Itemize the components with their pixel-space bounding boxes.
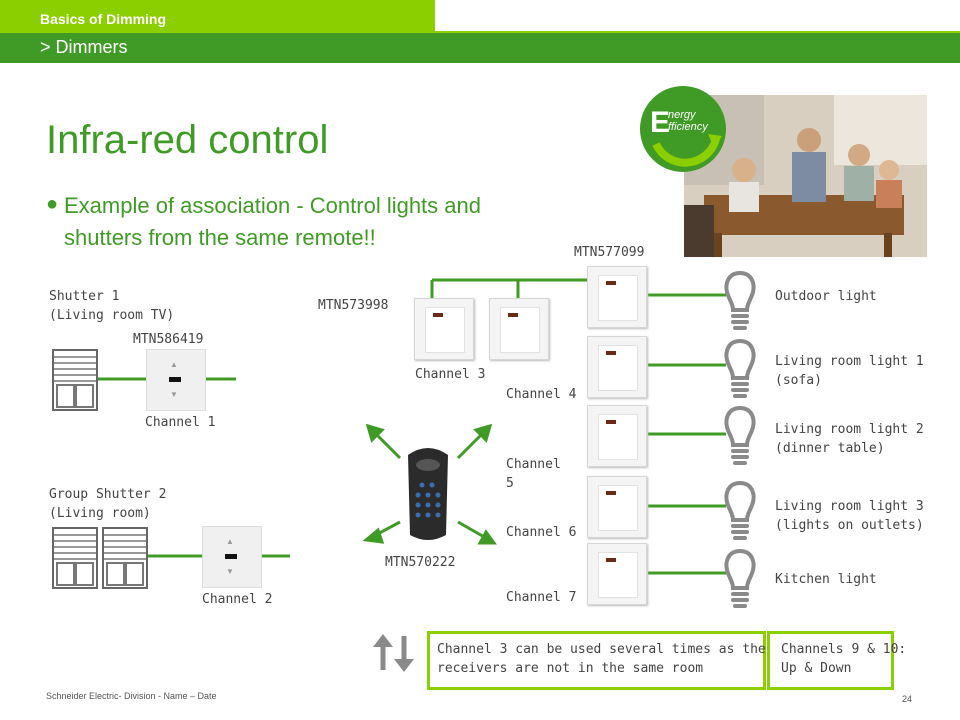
section-label: Basics of Dimming	[40, 11, 167, 27]
channel-4-label: Channel 4	[506, 387, 577, 402]
relay-ref: MTN573998	[318, 298, 389, 313]
roller-shutter-switch-2[interactable]: ▲ ▼	[202, 526, 262, 588]
svg-text:nergy: nergy	[668, 109, 697, 121]
shutter-icon	[52, 349, 98, 416]
lightbulb-icon	[722, 548, 758, 615]
header-line	[435, 31, 960, 33]
bullet-icon: ●	[46, 193, 59, 215]
header-bar	[0, 0, 435, 33]
ir-remote-icon	[400, 445, 456, 550]
channel-1-label: Channel 1	[145, 415, 216, 430]
channel-6-label: Channel 6	[506, 525, 577, 540]
shutter1-label: Shutter 1 (Living room TV)	[49, 289, 175, 323]
channel-2-label: Channel 2	[202, 592, 273, 607]
svg-text:fficiency: fficiency	[668, 121, 709, 133]
page-number: 24	[902, 694, 913, 704]
lightbulb-icon	[722, 338, 758, 405]
shutter2-label: Group Shutter 2 (Living room)	[49, 487, 167, 521]
light-label-kitchen: Kitchen light	[775, 572, 877, 587]
dimmer-switch-dinner[interactable]	[587, 405, 647, 467]
shutter-icon	[52, 527, 150, 594]
note-channel3-box	[427, 631, 766, 690]
subheader-bar	[0, 33, 960, 63]
family-dinner-photo	[684, 95, 927, 257]
svg-text:E: E	[650, 106, 670, 139]
footer-text: Schneider Electric- Division - Name – Da…	[46, 691, 217, 701]
relay-switch-2[interactable]	[489, 298, 549, 360]
shutter1-ref: MTN586419	[133, 332, 204, 347]
dimmer-switch-outlets[interactable]	[587, 476, 647, 538]
channel-5-label: Channel 5	[506, 457, 561, 491]
light-label-outdoor: Outdoor light	[775, 289, 877, 304]
note-channels9-10-box	[767, 631, 894, 690]
channel-3-label: Channel 3	[415, 367, 486, 382]
remote-ref: MTN570222	[385, 555, 456, 570]
relay-switch-1[interactable]	[414, 298, 474, 360]
page-title: Infra-red control	[46, 118, 329, 162]
note-channels9-10: Channels 9 & 10: Up & Down	[781, 642, 907, 676]
light-label-dinner: Living room light 2 (dinner table)	[775, 422, 924, 456]
dimmer-switch-sofa[interactable]	[587, 336, 647, 398]
channel-7-label: Channel 7	[506, 590, 577, 605]
light-label-outlets: Living room light 3 (lights on outlets)	[775, 499, 924, 533]
switch-ref: MTN577099	[574, 245, 645, 260]
note-channel3: Channel 3 can be used several times as t…	[437, 642, 766, 676]
up-down-arrows-icon	[370, 632, 418, 679]
roller-shutter-switch-1[interactable]: ▲ ▼	[146, 349, 206, 411]
lightbulb-icon	[722, 480, 758, 547]
lightbulb-icon	[722, 270, 758, 337]
energy-efficiency-logo: E nergy fficiency	[638, 84, 728, 174]
lightbulb-icon	[722, 405, 758, 472]
bullet-text: Example of association - Control lights …	[64, 193, 481, 250]
dimmer-switch-outdoor[interactable]	[587, 266, 647, 328]
subsection-label: > Dimmers	[40, 37, 128, 57]
light-label-sofa: Living room light 1 (sofa)	[775, 354, 924, 388]
dimmer-switch-kitchen[interactable]	[587, 543, 647, 605]
